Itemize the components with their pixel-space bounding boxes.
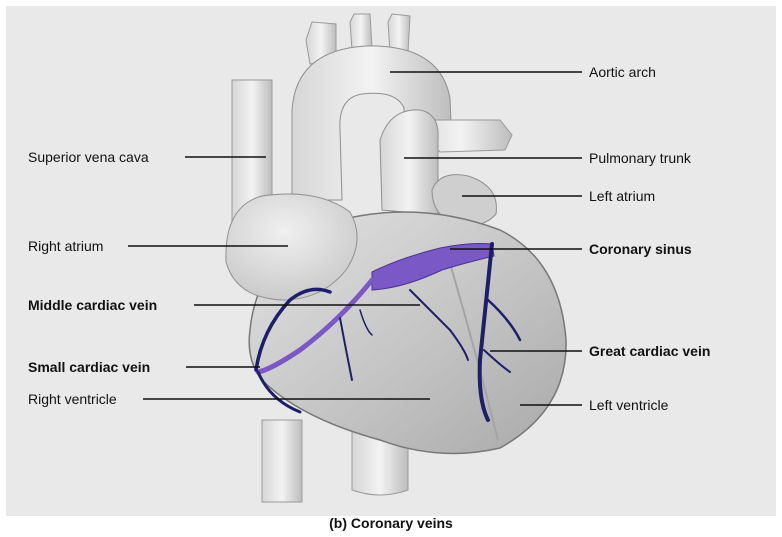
label-coronary-sinus: Coronary sinus [589, 241, 692, 257]
label-great-cardiac-vein: Great cardiac vein [589, 343, 710, 359]
label-superior-vena-cava: Superior vena cava [28, 149, 149, 165]
label-aortic-arch: Aortic arch [589, 64, 656, 80]
label-left-atrium: Left atrium [589, 188, 655, 204]
label-right-atrium: Right atrium [28, 238, 103, 254]
label-pulmonary-trunk: Pulmonary trunk [589, 150, 691, 166]
label-small-cardiac-vein: Small cardiac vein [28, 359, 150, 375]
label-right-ventricle: Right ventricle [28, 391, 117, 407]
figure-caption: (b) Coronary veins [0, 515, 782, 531]
pulmonary-trunk-shape [380, 110, 438, 215]
left-subclavian [388, 14, 410, 52]
inferior-vena-cava [262, 420, 302, 502]
left-common-carotid [350, 14, 372, 50]
label-left-ventricle: Left ventricle [589, 397, 668, 413]
label-middle-cardiac-vein: Middle cardiac vein [28, 297, 157, 313]
